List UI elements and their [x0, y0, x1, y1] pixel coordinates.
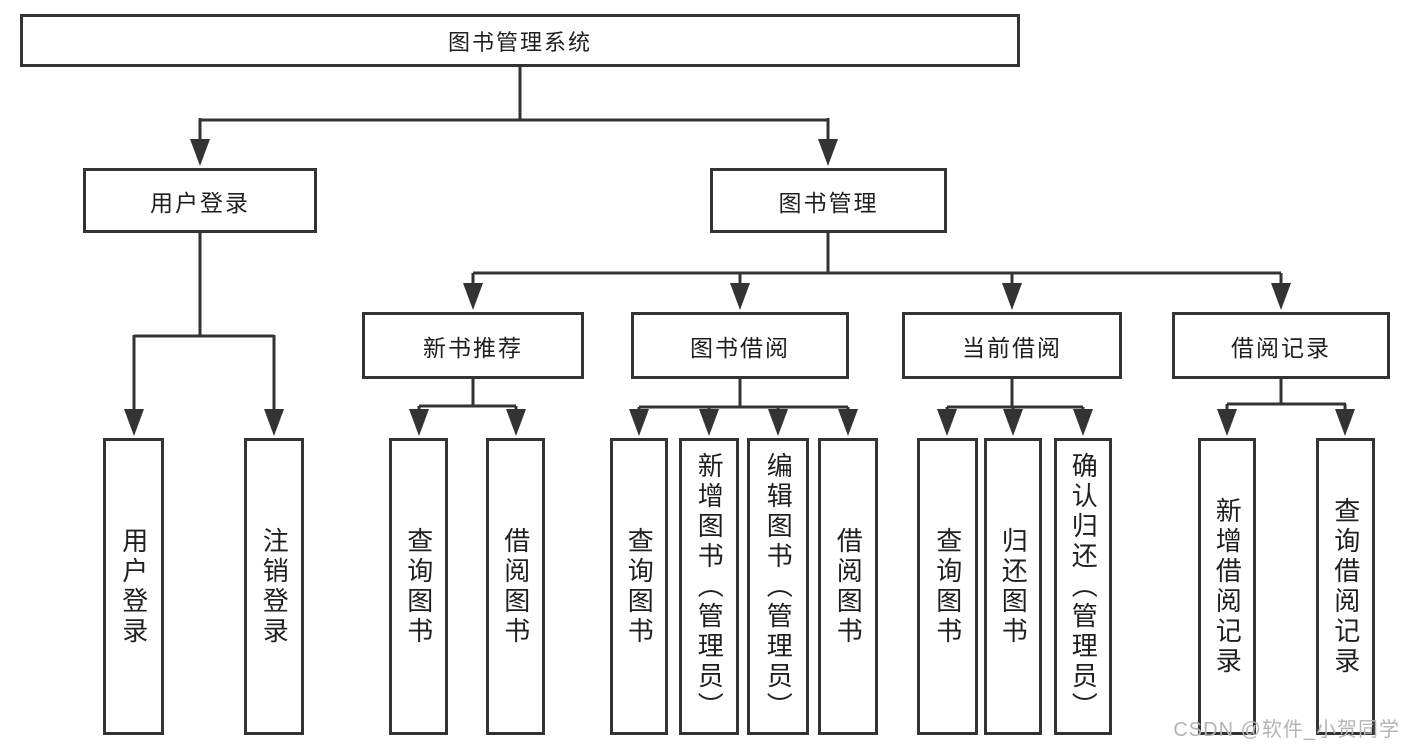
leaf-user-login: 用户登录 [103, 438, 164, 735]
watermark: CSDN @软件_小贺同学 [1173, 719, 1400, 741]
node-label: 借阅图书 [500, 526, 531, 647]
leaf-confirm-return-admin: 确认归还（管理员） [1054, 438, 1112, 735]
leaf-logout: 注销登录 [244, 438, 304, 735]
node-label: 归还图书 [998, 526, 1029, 647]
node-label: 确认归还（管理员） [1068, 451, 1099, 722]
leaf-borrow-books: 借阅图书 [818, 438, 878, 735]
leaf-edit-books-admin: 编辑图书（管理员） [747, 438, 809, 735]
node-label: 新书推荐 [423, 334, 523, 361]
node-user-login: 用户登录 [83, 168, 317, 233]
node-label: 编辑图书（管理员） [763, 451, 794, 722]
node-label: 用户登录 [150, 189, 250, 216]
node-label: 查询图书 [932, 526, 963, 647]
node-label: 查询图书 [624, 526, 655, 647]
leaf-query-books-borrow: 查询图书 [610, 438, 668, 735]
node-new-book-recommendation: 新书推荐 [362, 312, 584, 379]
leaf-borrow-books-recommend: 借阅图书 [486, 438, 545, 735]
node-label: 新增图书（管理员） [694, 451, 725, 722]
node-label: 借阅图书 [833, 526, 864, 647]
leaf-add-borrow-record: 新增借阅记录 [1198, 438, 1256, 735]
node-label: 用户登录 [118, 526, 149, 647]
node-label: 图书管理系统 [447, 29, 592, 55]
node-borrowing-records: 借阅记录 [1172, 312, 1390, 379]
node-book-borrowing: 图书借阅 [631, 312, 849, 379]
leaf-query-books-recommend: 查询图书 [389, 438, 448, 735]
node-library-system-root: 图书管理系统 [20, 14, 1020, 67]
node-book-management: 图书管理 [710, 168, 947, 233]
node-label: 图书管理 [778, 189, 879, 216]
node-label: 新增借阅记录 [1212, 496, 1243, 677]
node-label: 查询图书 [403, 526, 434, 647]
leaf-query-books-current: 查询图书 [917, 438, 978, 735]
leaf-query-borrow-record: 查询借阅记录 [1316, 438, 1375, 735]
leaf-add-books-admin: 新增图书（管理员） [679, 438, 739, 735]
node-label: 注销登录 [259, 526, 290, 647]
node-label: 借阅记录 [1231, 334, 1331, 361]
node-label: 图书借阅 [690, 334, 790, 361]
node-label: 查询借阅记录 [1330, 496, 1361, 677]
node-current-borrowing: 当前借阅 [902, 312, 1122, 379]
leaf-return-books: 归还图书 [984, 438, 1042, 735]
node-label: 当前借阅 [962, 334, 1062, 361]
